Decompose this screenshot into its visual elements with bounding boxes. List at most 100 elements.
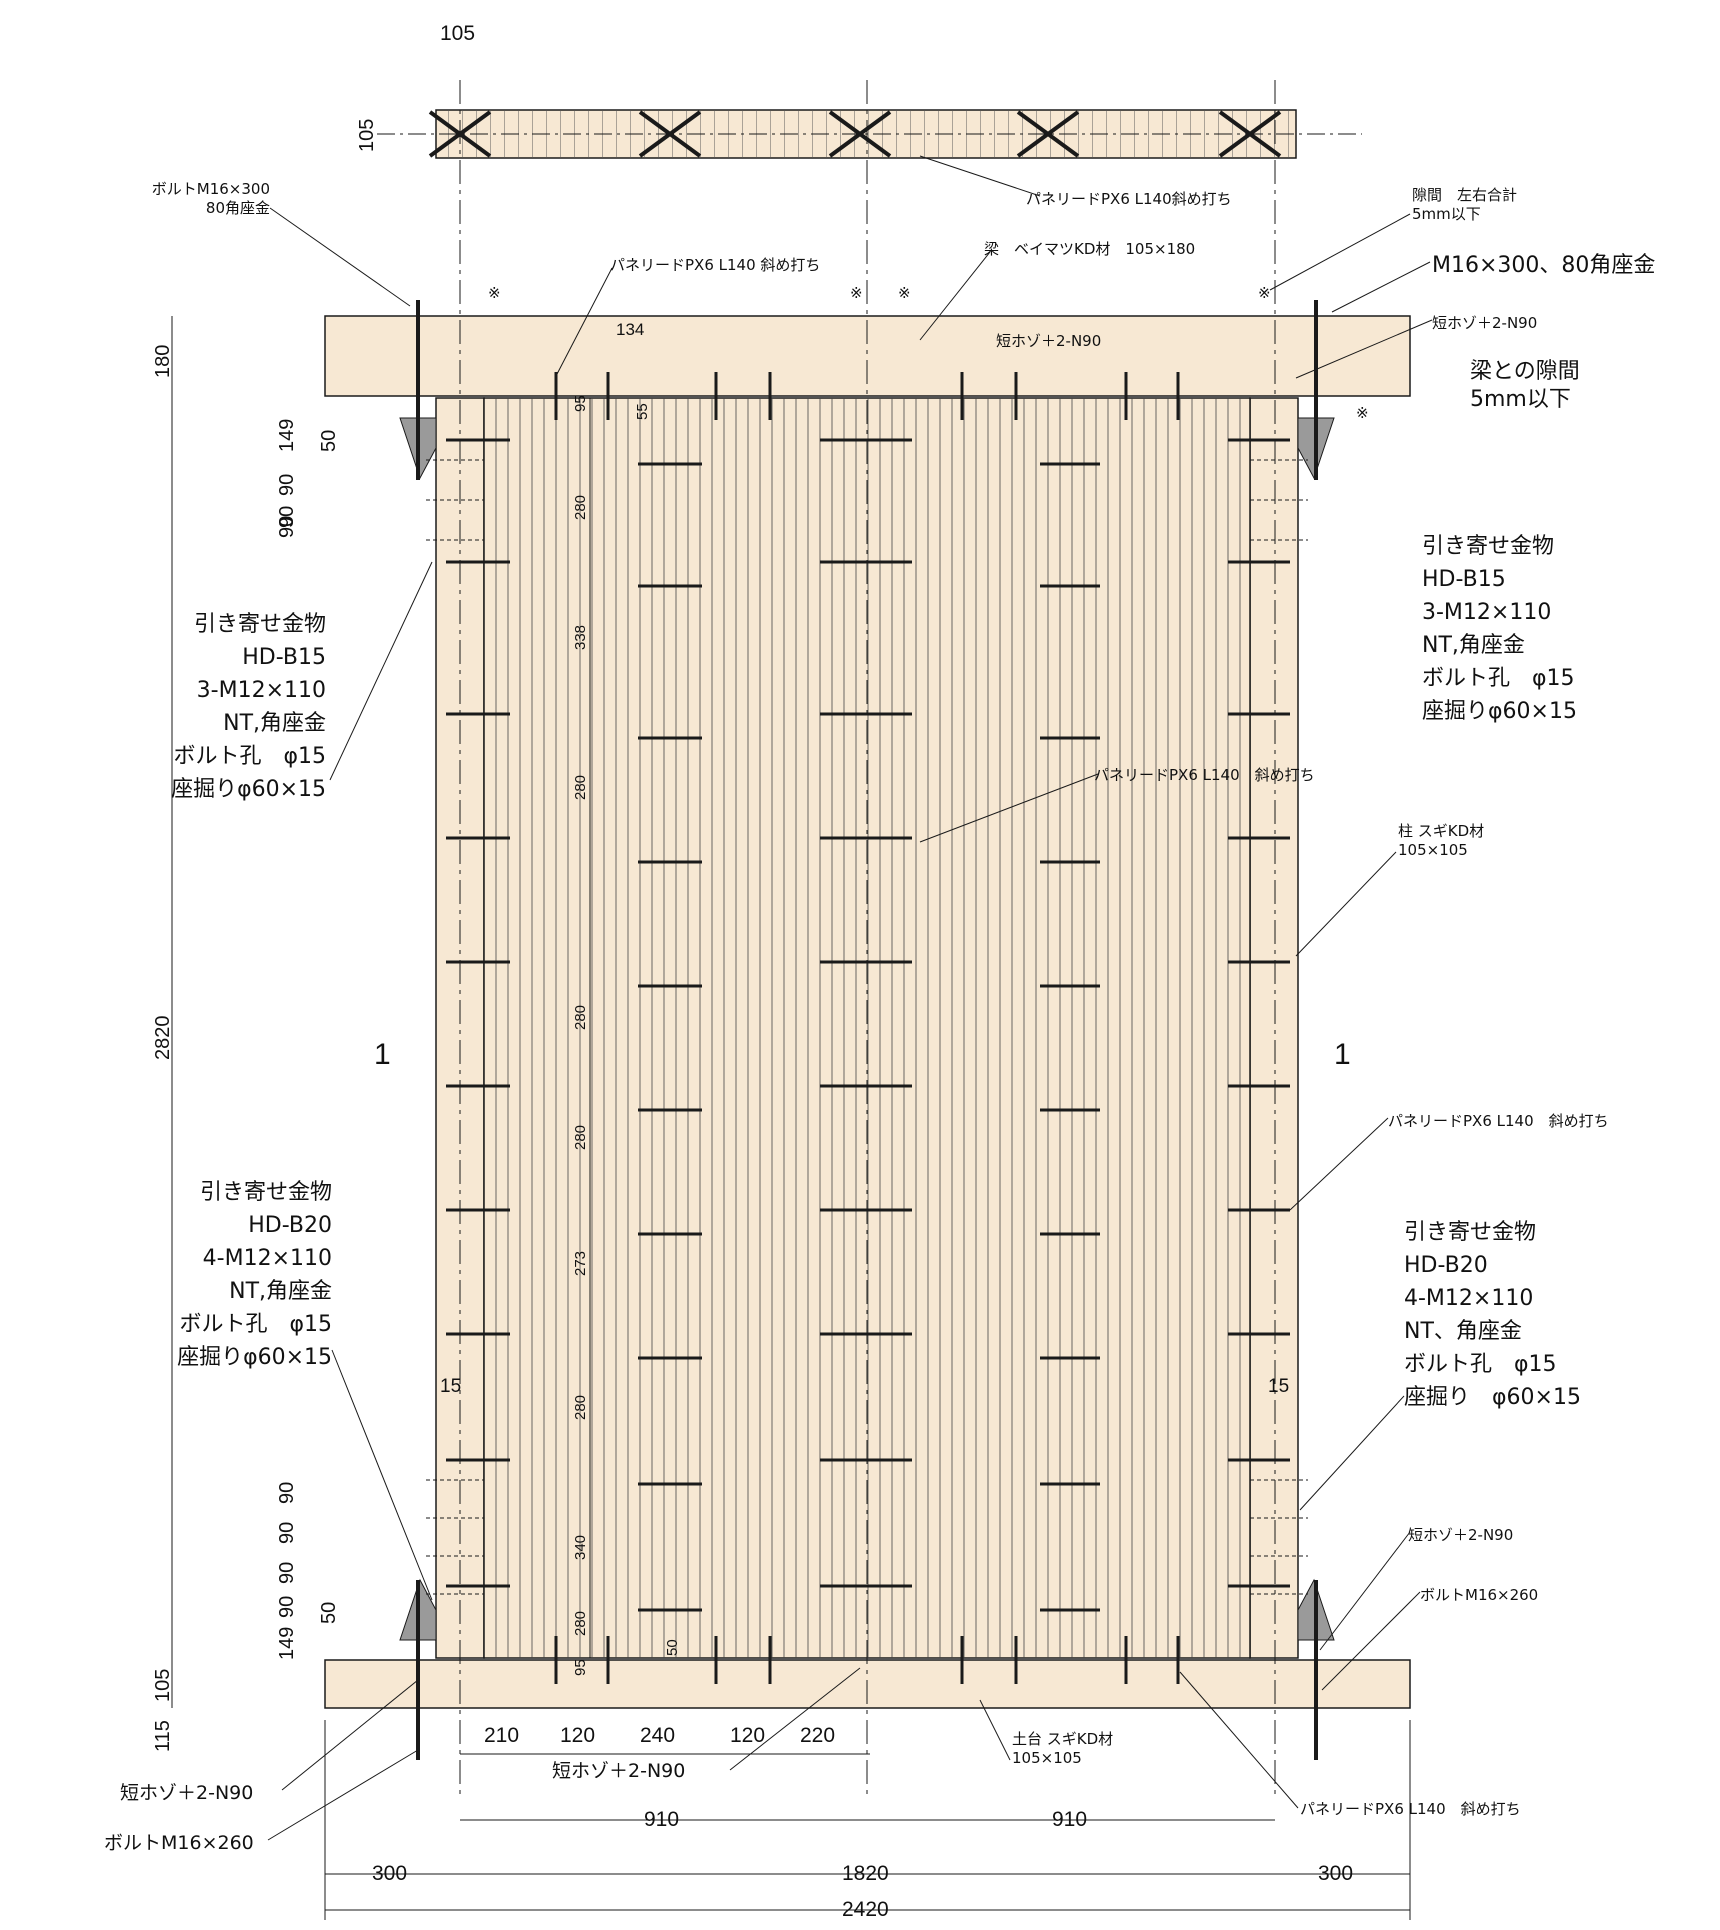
label-tenon-bottom-mid: 短ホゾ＋2-N90	[552, 1760, 686, 1782]
label-gap-lr-2: 5mm以下	[1412, 204, 1481, 223]
panel-body	[483, 397, 1251, 1659]
label-column-1: 柱 スギKD材	[1398, 822, 1485, 840]
dim-90c: 90	[276, 515, 298, 538]
label-hd-bottom-left-3: 4-M12×110	[202, 1246, 332, 1271]
label-sill-2: 105×105	[1012, 1748, 1082, 1767]
dim-15b: 15	[1268, 1376, 1290, 1397]
note-mark-4: ※	[1258, 284, 1271, 302]
leader-line	[979, 1699, 1011, 1761]
note-mark-2: ※	[850, 284, 863, 302]
dim-top-height: 105	[356, 118, 378, 152]
leader-line	[269, 207, 411, 307]
dim-row-4: 220	[800, 1724, 836, 1747]
label-hd-bottom-right-6: 座掘り φ60×15	[1404, 1385, 1581, 1410]
dim-50c: 50	[664, 1639, 681, 1656]
leader-line	[1179, 1671, 1299, 1809]
plan-view	[377, 109, 1362, 159]
label-tenon-bottom-right: 短ホゾ＋2-N90	[1408, 1526, 1514, 1544]
dim-105: 105	[152, 1668, 174, 1702]
label-beam: 梁 ベイマツKD材 105×180	[984, 240, 1196, 258]
dim-300a: 300	[372, 1862, 408, 1885]
dim-50b: 50	[318, 1601, 340, 1624]
leader-line	[331, 1349, 433, 1601]
label-hd-bottom-right-4: NT、角座金	[1404, 1319, 1522, 1344]
dim-910b: 910	[1052, 1808, 1088, 1831]
label-panel-center: パネリードPX6 L140 斜め打ち	[1094, 766, 1315, 784]
dim-chain-9: 280	[572, 1610, 589, 1636]
label-tenon-top-mid: 短ホゾ＋2-N90	[996, 332, 1102, 350]
label-tenon-top-right: 短ホゾ＋2-N90	[1432, 314, 1538, 332]
dim-149b: 149	[276, 1626, 298, 1660]
label-hd-top-left-2: HD-B15	[242, 645, 326, 670]
label-hd-top-right-2: HD-B15	[1422, 567, 1506, 592]
dim-chain-4: 280	[572, 1004, 589, 1030]
screw-cross	[1016, 110, 1080, 158]
label-hd-top-left-4: NT,角座金	[223, 711, 326, 736]
dimension-lines	[171, 316, 1411, 1920]
dim-row-1: 120	[560, 1724, 596, 1747]
dim-chain-7: 280	[572, 1394, 589, 1420]
leader-line	[1269, 213, 1411, 291]
label-hd-bottom-left-2: HD-B20	[248, 1213, 332, 1238]
note-mark-3: ※	[898, 284, 911, 302]
dim-134: 134	[616, 320, 645, 339]
dim-90e: 90	[276, 1521, 298, 1544]
leader-line	[267, 1749, 419, 1841]
dim-300b: 300	[1318, 1862, 1354, 1885]
label-beam-gap-1: 梁との隙間	[1470, 359, 1580, 384]
leader-line	[1331, 261, 1431, 313]
label-column: 柱 スギKD材 105×105	[1398, 822, 1484, 860]
label-hd-top-left-1: 引き寄せ金物	[193, 612, 326, 637]
leader-line	[329, 561, 433, 781]
note-mark-1: ※	[488, 284, 501, 302]
label-hd-top-right-3: 3-M12×110	[1422, 600, 1552, 625]
dim-row-0: 210	[484, 1724, 520, 1747]
column-right	[1249, 397, 1299, 1659]
leader-line	[729, 1667, 861, 1771]
label-hd-bottom-right-2: HD-B20	[1404, 1253, 1488, 1278]
dim-50a: 50	[318, 429, 340, 452]
dim-180: 180	[152, 344, 174, 378]
label-column-2: 105×105	[1398, 840, 1468, 859]
label-hd-top-right: 引き寄せ金物 HD-B15 3-M12×110 NT,角座金 ボルト孔 φ15 …	[1422, 530, 1577, 728]
dim-15a: 15	[440, 1376, 462, 1397]
label-hd-top-right-6: 座掘りφ60×15	[1422, 699, 1577, 724]
dim-115: 115	[152, 1720, 174, 1752]
leader-line	[1299, 1395, 1405, 1511]
leader-line	[919, 155, 1041, 197]
label-bolt-bottom-right: ボルトM16×260	[1420, 1586, 1539, 1604]
label-hd-top-left-3: 3-M12×110	[196, 678, 326, 703]
label-panel-plan: パネリードPX6 L140斜め打ち	[1026, 190, 1232, 208]
label-hd-bottom-right-3: 4-M12×110	[1404, 1286, 1534, 1311]
dim-chain-5: 280	[572, 1124, 589, 1150]
label-hd-top-right-4: NT,角座金	[1422, 633, 1525, 658]
leader-lines	[267, 155, 1433, 1841]
label-sill: 土台 スギKD材 105×105	[1012, 1730, 1113, 1768]
dim-90f: 90	[276, 1561, 298, 1584]
label-hd-bottom-left-4: NT,角座金	[229, 1279, 332, 1304]
label-tenon-bottom-left: 短ホゾ＋2-N90	[120, 1782, 254, 1804]
dim-chain-6: 273	[572, 1250, 589, 1276]
leader-line	[1319, 1531, 1411, 1651]
label-bolt-top-left: ボルトM16×300 80角座金	[110, 180, 270, 218]
dim-149a: 149	[276, 418, 298, 452]
label-gap-lr: 隙間 左右合計 5mm以下	[1412, 186, 1517, 224]
label-hd-bottom-right: 引き寄せ金物 HD-B20 4-M12×110 NT、角座金 ボルト孔 φ15 …	[1404, 1216, 1581, 1414]
dim-2420: 2420	[842, 1898, 889, 1921]
leader-line	[1289, 1117, 1389, 1211]
label-hd-bottom-left: 引き寄せ金物 HD-B20 4-M12×110 NT,角座金 ボルト孔 φ15 …	[100, 1176, 332, 1374]
dim-2820: 2820	[152, 1015, 174, 1061]
leader-line	[1321, 1591, 1421, 1691]
dim-row-3: 120	[730, 1724, 766, 1747]
center-lines	[459, 80, 1276, 1800]
label-panel-right: パネリードPX6 L140 斜め打ち	[1388, 1112, 1609, 1130]
leader-line	[555, 267, 613, 377]
hold-down-hardware	[399, 300, 1335, 1760]
dim-910a: 910	[644, 1808, 680, 1831]
bolts	[416, 300, 1318, 1760]
label-hd-bottom-left-5: ボルト孔 φ15	[179, 1312, 332, 1337]
dim-chain-10: 95	[572, 1659, 589, 1676]
screw-cross	[1218, 110, 1282, 158]
dim-55: 55	[634, 403, 651, 420]
